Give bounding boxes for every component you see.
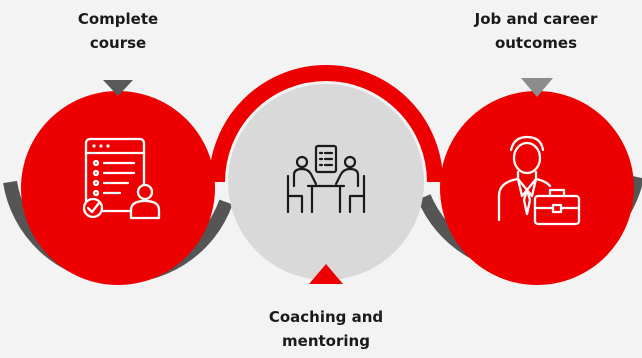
center-pointer-up xyxy=(309,264,343,284)
businessman-briefcase-icon xyxy=(497,135,581,226)
step-label-coaching: Coaching and mentoring xyxy=(236,305,416,353)
step-label-line: Job and career xyxy=(474,10,598,28)
checklist-user-icon xyxy=(82,137,161,220)
center-step-circle xyxy=(228,84,424,280)
left-step-circle xyxy=(21,91,215,285)
step-label-line: Coaching and xyxy=(268,308,384,326)
step-label-line: outcomes xyxy=(494,34,578,52)
step-label-line: Complete xyxy=(77,10,159,28)
step-label-job-career: Job and career outcomes xyxy=(446,7,626,55)
step-label-line: course xyxy=(89,34,147,52)
center-red-arc xyxy=(209,65,443,183)
right-step-circle xyxy=(440,91,634,285)
coaching-meeting-icon xyxy=(286,144,366,214)
right-pointer-down xyxy=(521,78,553,97)
step-label-line: mentoring xyxy=(282,332,370,350)
step-label-complete-course: Complete course xyxy=(38,7,198,55)
left-pointer-down xyxy=(103,80,133,96)
